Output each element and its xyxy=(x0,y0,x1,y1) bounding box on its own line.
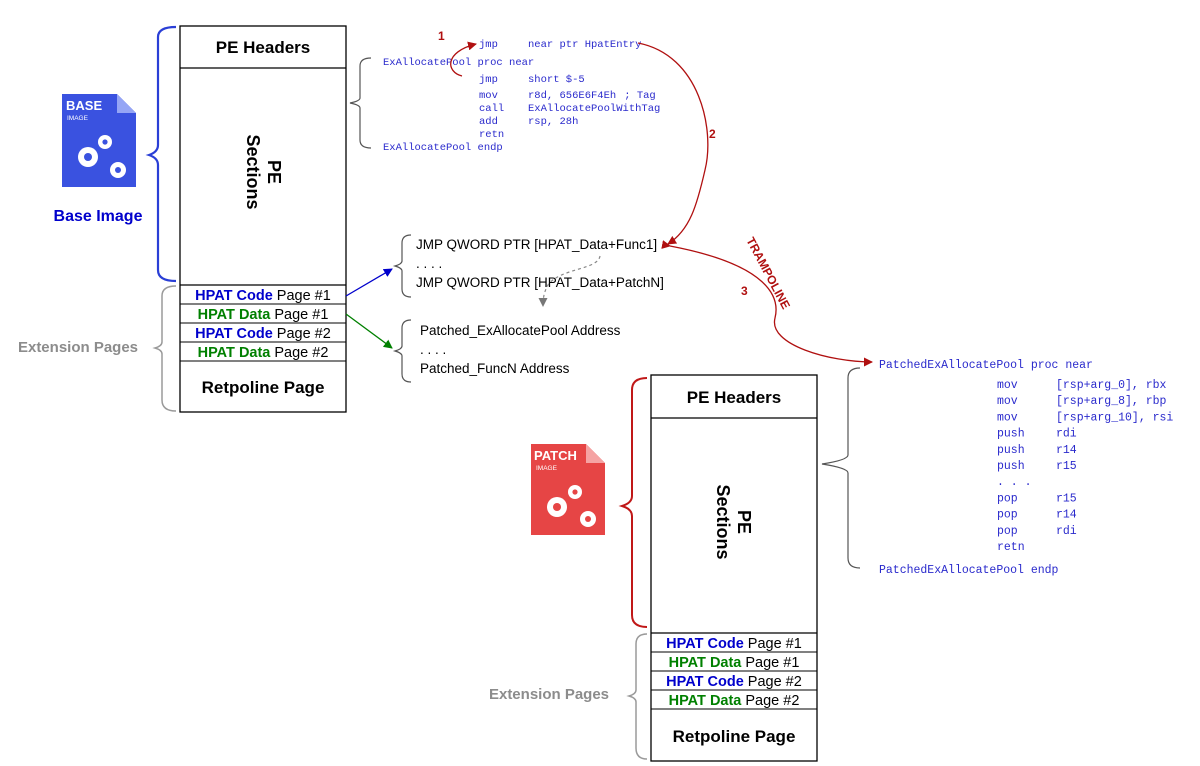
step-3-label: 3 xyxy=(741,284,748,298)
base-asm-footer: ExAllocatePool endp xyxy=(383,142,503,154)
base-image-label: Base Image xyxy=(54,208,143,225)
hpat-code-bracket xyxy=(392,234,412,298)
base-icon-subtitle: IMAGE xyxy=(67,115,89,122)
svg-text:Sections: Sections xyxy=(713,484,733,559)
patch-asm-line: mov[rsp+arg_10], rsi xyxy=(997,411,1173,424)
patch-extension-bracket xyxy=(626,633,648,760)
base-asm-line: retn xyxy=(479,129,504,141)
hpat-data-line: . . . . xyxy=(420,342,446,357)
hpat-data-listing: Patched_ExAllocatePool Address . . . . Pat… xyxy=(420,323,621,376)
patch-asm-line: retn xyxy=(997,541,1025,554)
hpat-code-arrow xyxy=(345,268,393,297)
pointer-link-arrow xyxy=(538,255,601,307)
patch-pe-layout xyxy=(650,374,818,762)
patch-asm-line: mov[rsp+arg_8], rbp xyxy=(997,395,1167,408)
hpat-data-arrow xyxy=(345,313,393,349)
svg-text:PE: PE xyxy=(734,510,754,534)
step-2-arrow xyxy=(637,42,709,245)
hpat-data-line: Patched_ExAllocatePool Address xyxy=(420,323,621,338)
trampoline-arrow xyxy=(661,240,873,367)
patch-asm-header: PatchedExAllocatePool proc near xyxy=(879,359,1093,372)
base-asm-header: ExAllocatePool proc near xyxy=(383,57,534,69)
patch-retpoline-page: Retpoline Page xyxy=(673,727,796,746)
patch-asm-bracket xyxy=(821,367,861,569)
patch-asm-line: mov[rsp+arg_0], rbx xyxy=(997,379,1167,392)
base-image-icon: BASE IMAGE xyxy=(62,94,136,187)
svg-text:PE: PE xyxy=(264,160,284,184)
base-extension-bracket xyxy=(152,285,177,412)
base-retpoline-page: Retpoline Page xyxy=(202,378,325,397)
base-pe-headers: PE Headers xyxy=(216,38,311,57)
patch-image-bracket xyxy=(618,377,648,628)
hpat-code-line: JMP QWORD PTR [HPAT_Data+PatchN] xyxy=(416,275,664,290)
base-pe-sections: PE Sections xyxy=(243,134,284,209)
base-extension-label: Extension Pages xyxy=(18,339,138,356)
hpat-code-listing: JMP QWORD PTR [HPAT_Data+Func1] . . . . JM… xyxy=(416,237,664,290)
base-image-bracket xyxy=(145,25,177,283)
patch-icon-subtitle: IMAGE xyxy=(536,465,558,472)
patch-asm-line: . . . xyxy=(997,476,1032,489)
patch-icon-title: PATCH xyxy=(534,448,577,463)
patch-asm-listing: PatchedExAllocatePool proc near PatchedE… xyxy=(879,359,1173,577)
step-1-label: 1 xyxy=(438,29,445,43)
hpat-code-line: JMP QWORD PTR [HPAT_Data+Func1] xyxy=(416,237,657,252)
step-2-label: 2 xyxy=(709,127,716,141)
base-icon-title: BASE xyxy=(66,98,102,113)
base-asm-bracket xyxy=(349,57,372,149)
patch-asm-footer: PatchedExAllocatePool endp xyxy=(879,564,1059,577)
hpat-code-line: . . . . xyxy=(416,256,442,271)
patch-image-icon: PATCH IMAGE xyxy=(531,444,605,535)
hpat-data-bracket xyxy=(392,319,412,383)
patch-pe-sections: PE Sections xyxy=(713,484,754,559)
svg-text:Sections: Sections xyxy=(243,134,263,209)
base-pe-layout xyxy=(179,25,347,413)
hpat-data-line: Patched_FuncN Address xyxy=(420,361,570,376)
patch-extension-label: Extension Pages xyxy=(489,686,609,703)
step-1-arrow xyxy=(450,41,477,77)
patch-pe-headers: PE Headers xyxy=(687,388,782,407)
base-asm-listing: ExAllocatePool proc near ExAllocatePool … xyxy=(383,39,660,154)
